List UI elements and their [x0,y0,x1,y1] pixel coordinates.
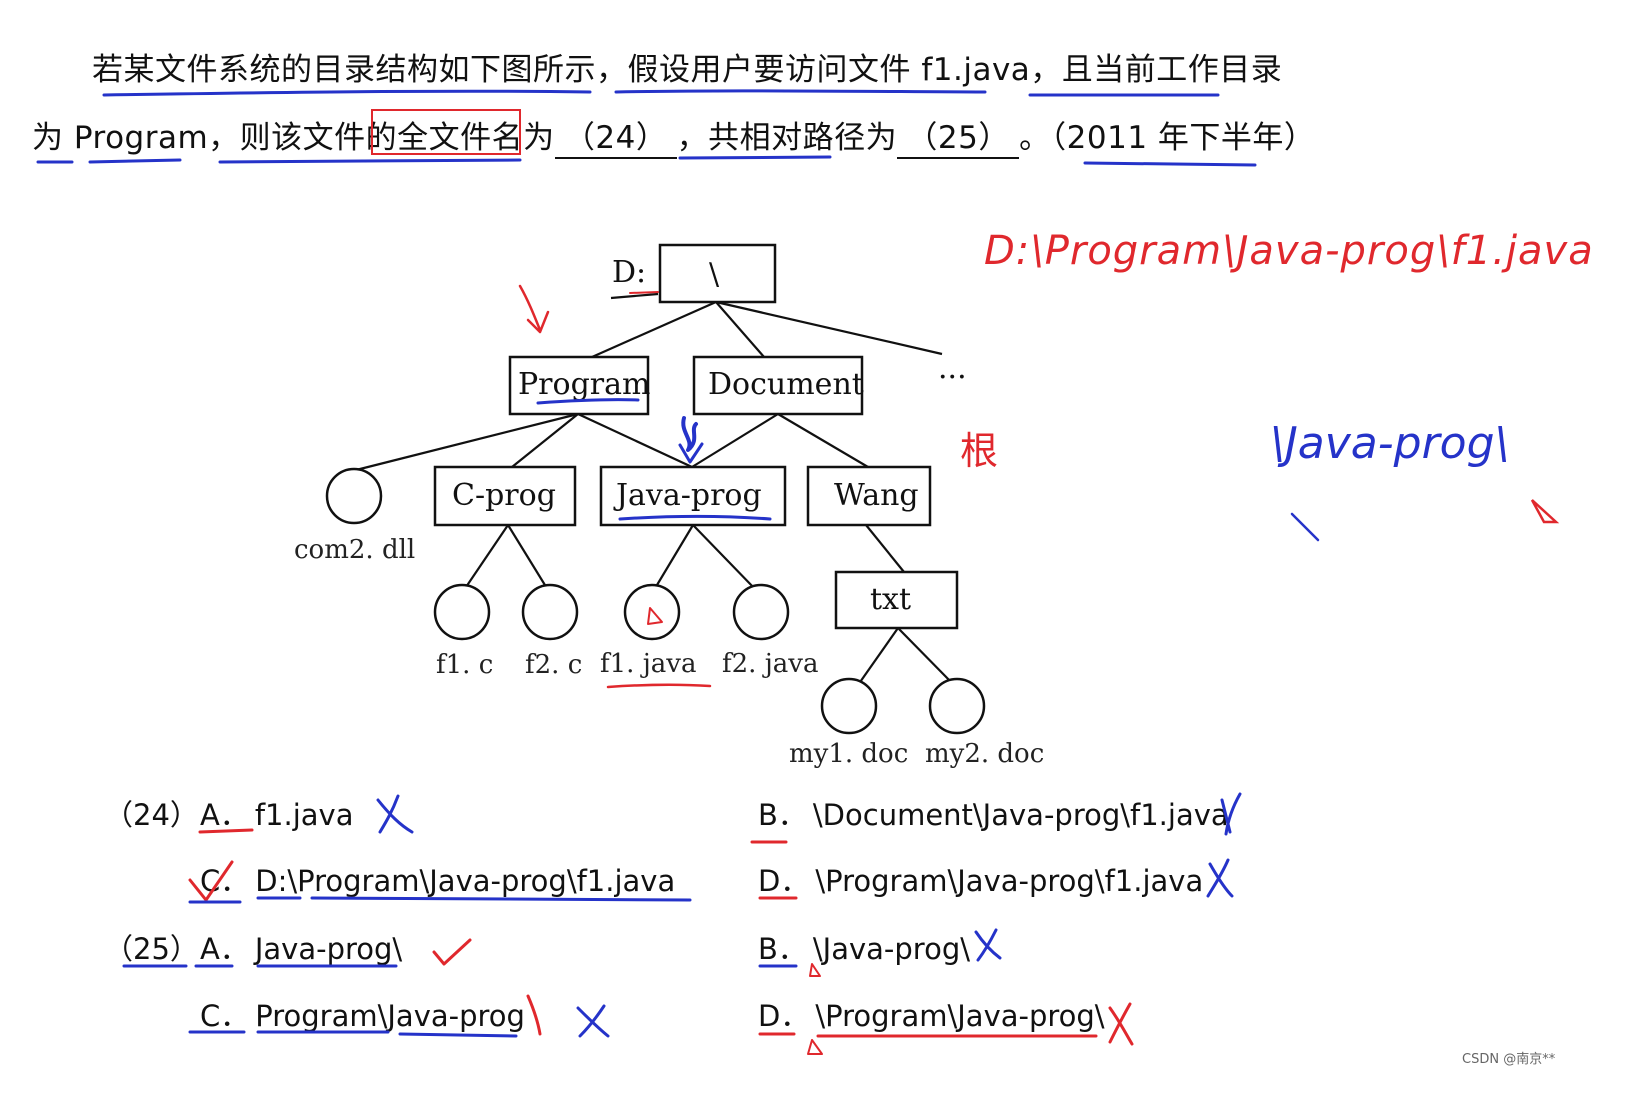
f1c-label: f1. c [436,650,493,680]
cprog-box [433,465,577,527]
q25-b-label: B． [758,932,807,966]
q24-a-label: A． [200,798,249,832]
root-box [658,243,777,304]
q25-option-a[interactable]: A．Java-prog\ [200,926,402,968]
question-line-1: 若某文件系统的目录结构如下图所示，假设用户要访问文件 f1.java，且当前工作… [92,52,1283,88]
javaprog-label: Java-prog [613,478,762,513]
f2java-circle [732,583,790,641]
q25-a-label: A． [200,932,249,966]
question-line-2-mid: ，共相对路径为 [676,120,898,156]
handwritten-root-note: 根 [960,429,999,473]
com2-circle [325,467,383,525]
wang-box [806,465,932,527]
com2-label: com2. dll [294,535,415,565]
q24-b-label: B． [758,798,807,832]
question-line-2-end: 。（2011 年下半年） [1019,120,1316,156]
drive-label: D: [612,255,646,290]
f2c-label: f2. c [525,650,582,680]
cprog-label: C-prog [452,478,556,513]
q24-option-c[interactable]: C．D:\Program\Java-prog\f1.java [200,858,675,900]
watermark: CSDN @南京** [1462,1052,1556,1067]
q24-d-label: D． [758,864,810,898]
handwritten-relative-path: \Java-prog\ [1270,418,1510,469]
f1c-circle [433,583,491,641]
q24-b-text: \Document\Java-prog\f1.java [812,798,1229,832]
handwritten-full-path: D:\Program\Java-prog\f1.java [984,228,1594,274]
q24-number: （24） [104,798,199,832]
q25-option-d[interactable]: D．\Program\Java-prog\ [758,993,1105,1035]
my1-label: my1. doc [789,739,908,769]
question-line-2: 为 Program，则该文件的全文件名为（24），共相对路径为（25）。（201… [32,112,1315,159]
blank-25: （25） [897,112,1020,159]
q25-a-text: Java-prog\ [254,932,403,966]
f2c-circle [521,583,579,641]
f2java-label: f2. java [722,649,818,679]
txt-box [834,570,959,630]
q24-c-label: C． [200,864,250,898]
q25-option-c[interactable]: C．Program\Java-prog [200,993,525,1035]
q25-option-b[interactable]: B．\Java-prog\ [758,926,970,968]
program-box [508,355,650,416]
question-line-2-start: 为 Program，则该文件的全文件名为 [32,120,555,156]
my2-circle [928,677,986,735]
program-label: Program [518,367,650,402]
q25-d-text: \Program\Java-prog\ [815,999,1105,1033]
document-label: Document [708,367,864,402]
q25-c-text: Program\Java-prog [255,999,525,1033]
wang-label: Wang [834,478,919,513]
q24-d-text: \Program\Java-prog\f1.java [815,864,1204,898]
document-box [692,355,864,416]
q24-option-b[interactable]: B．\Document\Java-prog\f1.java [758,792,1229,834]
q25-c-label: C． [200,999,250,1033]
f1java-circle [623,583,681,641]
q25-d-label: D． [758,999,810,1033]
q25-number: （25） [104,932,199,966]
my2-label: my2. doc [925,739,1044,769]
my1-circle [820,677,878,735]
blank-24: （24） [554,112,677,159]
q25-b-text: \Java-prog\ [812,932,971,966]
q24-option-a[interactable]: A．f1.java [200,792,353,834]
f1java-label: f1. java [600,649,696,679]
q24-c-text: D:\Program\Java-prog\f1.java [255,864,676,898]
q24-a-text: f1.java [254,798,354,832]
txt-label: txt [870,582,911,617]
ellipsis: ··· [938,360,967,395]
q24-option-d[interactable]: D．\Program\Java-prog\f1.java [758,858,1203,900]
root-label: \ [709,257,720,292]
